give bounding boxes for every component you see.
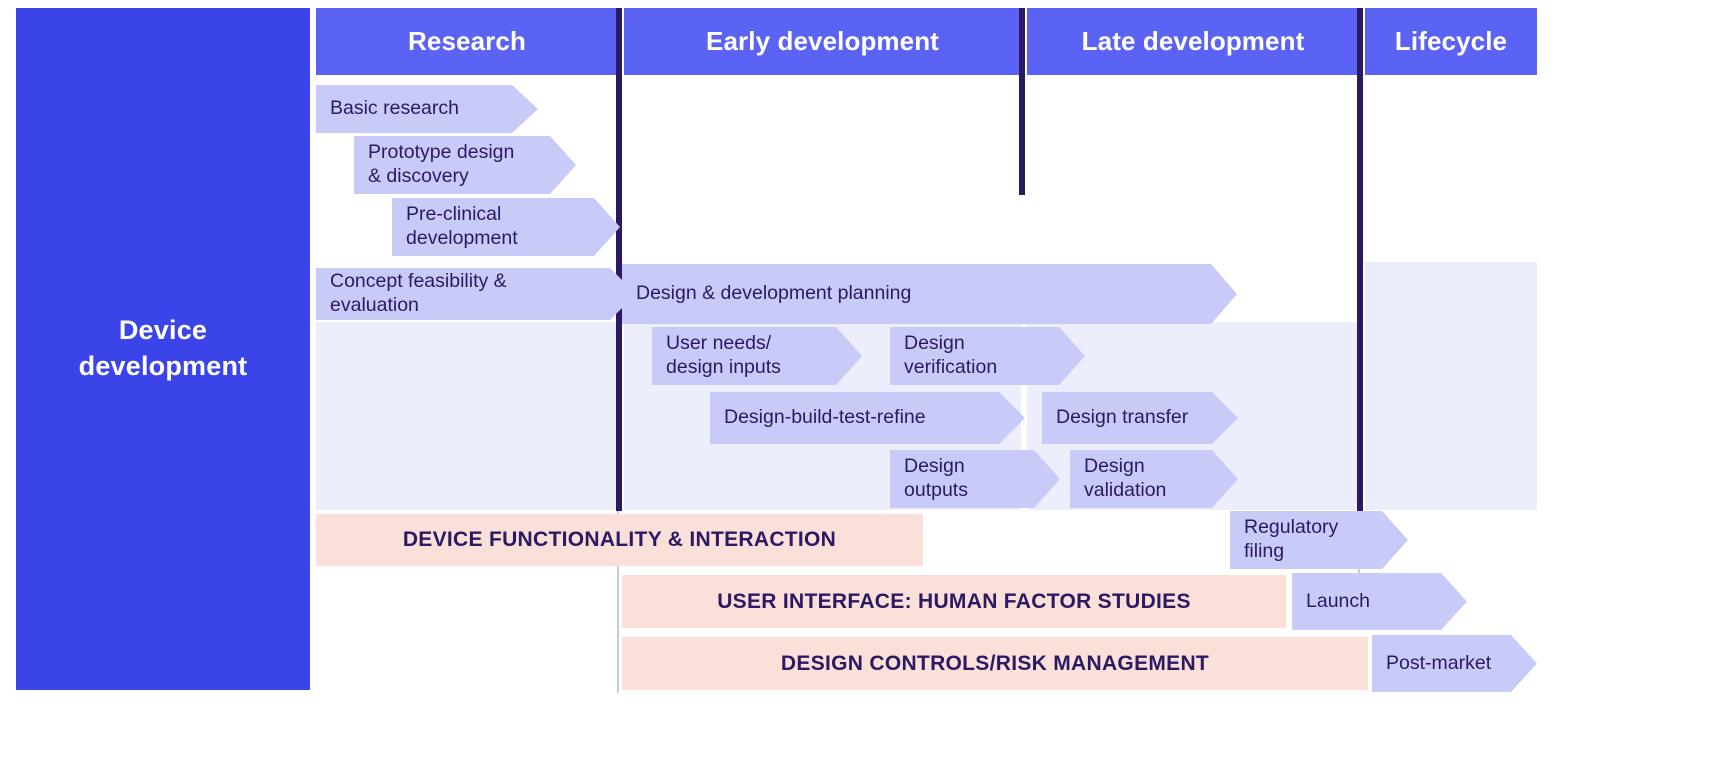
chevron-label: Design verification xyxy=(904,332,998,378)
chevron-label: Post-market xyxy=(1386,651,1492,674)
chevron-design-development-planning[interactable]: Design & development planning xyxy=(622,264,1237,324)
chevron-label: Concept feasibility & evaluation xyxy=(330,270,507,316)
phase-header-late-development[interactable]: Late development xyxy=(1027,8,1359,75)
phase-header-research[interactable]: Research xyxy=(316,8,618,75)
chevron-label: Launch xyxy=(1306,589,1370,612)
phase-label-lifecycle: Lifecycle xyxy=(1394,26,1508,56)
phase-header-lifecycle[interactable]: Lifecycle xyxy=(1365,8,1537,75)
panel-lifecycle-backdrop xyxy=(1365,262,1537,510)
chevron-user-needs-design-inputs[interactable]: User needs/ design inputs xyxy=(652,327,862,385)
band-device-functionality[interactable]: DEVICE FUNCTIONALITY & INTERACTION xyxy=(316,514,923,566)
chevron-basic-research[interactable]: Basic research xyxy=(316,85,538,133)
band-label: DEVICE FUNCTIONALITY & INTERACTION xyxy=(402,528,837,551)
chevron-concept-feasibility[interactable]: Concept feasibility & evaluation xyxy=(316,268,636,320)
sidebar-device-development: Device development xyxy=(16,8,310,690)
chevron-design-outputs[interactable]: Design outputs xyxy=(890,450,1060,508)
chevron-label: Pre-clinical development xyxy=(406,203,518,249)
chevron-post-market[interactable]: Post-market xyxy=(1372,635,1537,692)
chevron-design-validation[interactable]: Design validation xyxy=(1070,450,1238,508)
chevron-label: User needs/ design inputs xyxy=(666,332,781,378)
divider-late-lifecycle xyxy=(1357,8,1363,511)
phase-label-research: Research xyxy=(408,26,526,56)
chevron-label: Design-build-test-refine xyxy=(724,406,926,429)
chevron-label: Prototype design & discovery xyxy=(368,141,515,187)
divider-early-late xyxy=(1019,8,1025,195)
band-label: DESIGN CONTROLS/RISK MANAGEMENT xyxy=(780,651,1210,675)
phase-label-early: Early development xyxy=(706,26,939,56)
chevron-label: Design & development planning xyxy=(636,282,912,305)
chevron-label: Design transfer xyxy=(1056,406,1189,429)
chevron-design-verification[interactable]: Design verification xyxy=(890,327,1085,385)
phase-header-early-development[interactable]: Early development xyxy=(624,8,1021,75)
band-user-interface[interactable]: USER INTERFACE: HUMAN FACTOR STUDIES xyxy=(622,575,1286,628)
sidebar-title: Device development xyxy=(78,315,248,381)
chevron-label: Design outputs xyxy=(904,455,968,501)
phase-label-late: Late development xyxy=(1081,26,1305,56)
chevron-label: Design validation xyxy=(1084,455,1167,501)
divider-research-early xyxy=(616,8,622,511)
chevron-design-transfer[interactable]: Design transfer xyxy=(1042,392,1238,444)
chevron-prototype-design[interactable]: Prototype design & discovery xyxy=(354,136,576,194)
chevron-regulatory-filing[interactable]: Regulatory filing xyxy=(1230,511,1408,569)
band-design-controls[interactable]: DESIGN CONTROLS/RISK MANAGEMENT xyxy=(622,637,1368,690)
chevron-label: Basic research xyxy=(330,97,459,120)
band-label: USER INTERFACE: HUMAN FACTOR STUDIES xyxy=(717,589,1191,613)
panel-research-backdrop xyxy=(316,322,618,510)
guide-line-early xyxy=(617,511,619,693)
chevron-pre-clinical-development[interactable]: Pre-clinical development xyxy=(392,198,620,256)
chevron-design-build-test-refine[interactable]: Design-build-test-refine xyxy=(710,392,1025,444)
chevron-launch[interactable]: Launch xyxy=(1292,573,1467,630)
chevron-label: Regulatory filing xyxy=(1244,516,1339,562)
